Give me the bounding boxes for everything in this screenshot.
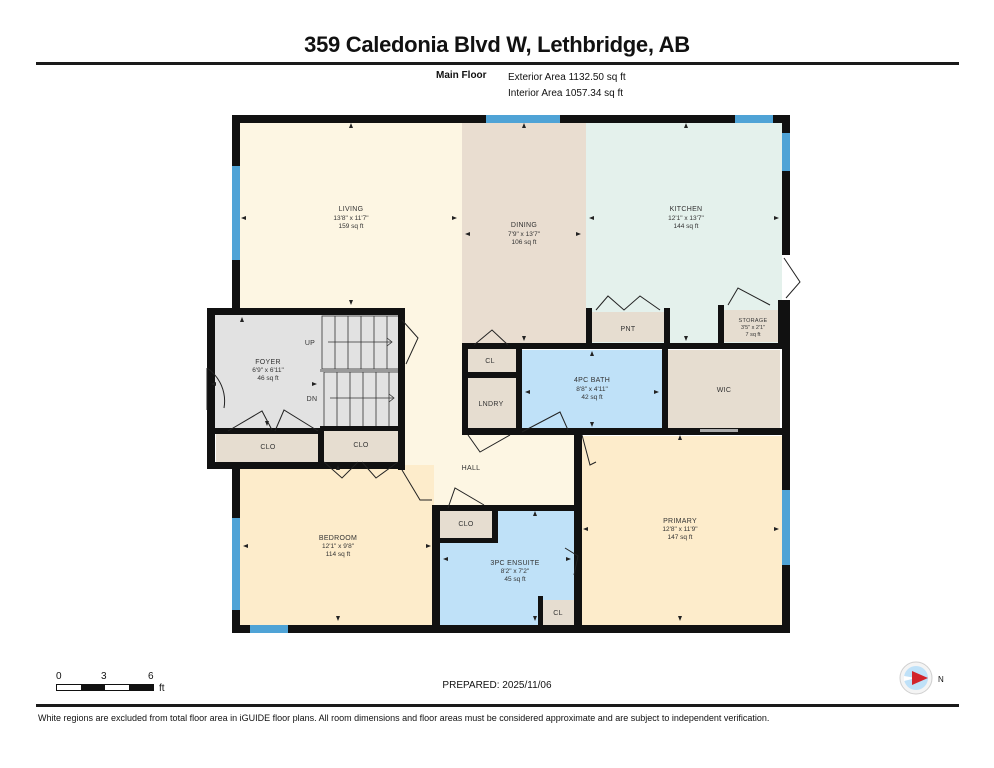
closet-ensuite: [542, 600, 574, 625]
svg-text:13'8" x 11'7": 13'8" x 11'7": [333, 215, 369, 222]
doors: [206, 257, 801, 576]
closet-foyer-right: [322, 430, 400, 462]
svg-text:6'9" x 6'11": 6'9" x 6'11": [252, 367, 284, 374]
room-living: [240, 122, 462, 310]
interior-area: Interior Area 1057.34 sq ft: [508, 88, 624, 99]
floor-label: Main Floor: [436, 70, 487, 81]
svg-text:144 sq ft: 144 sq ft: [674, 223, 699, 230]
living-label: LIVING: [339, 206, 364, 213]
scale-tick-0: 0: [56, 671, 62, 682]
property-address-title: 359 Caledonia Blvd W, Lethbridge, AB: [304, 32, 690, 57]
scale-tick-3: 3: [101, 671, 107, 682]
staircase: [320, 315, 402, 429]
closet-ensuite-label: CL: [553, 610, 563, 617]
closet-hall-label: CLO: [458, 521, 474, 528]
svg-text:106 sq ft: 106 sq ft: [512, 239, 537, 246]
svg-text:8'2" x 7'2": 8'2" x 7'2": [501, 568, 530, 575]
room-4pc-bath: [522, 350, 662, 430]
svg-text:12'8" x 11'9": 12'8" x 11'9": [662, 526, 698, 533]
wic-sliding-door: [700, 429, 738, 432]
svg-text:12'1" x 9'8": 12'1" x 9'8": [322, 543, 355, 550]
disclaimer-text: White regions are excluded from total fl…: [38, 713, 770, 723]
compass-north-label: N: [938, 675, 944, 684]
scale-bar-graphic: [56, 684, 154, 691]
svg-text:7'9" x 13'7": 7'9" x 13'7": [508, 231, 541, 238]
laundry-label: LNDRY: [478, 401, 503, 408]
scale-tick-6: 6: [148, 671, 154, 682]
compass-icon: N: [899, 661, 944, 695]
stairs-down-label: DN: [307, 396, 318, 403]
area-summary: Exterior Area 1132.50 sq ft Interior Are…: [508, 70, 626, 102]
room-wic: [668, 350, 780, 430]
svg-text:45 sq ft: 45 sq ft: [504, 576, 526, 583]
footer-divider: [36, 704, 959, 707]
wic-label: WIC: [717, 387, 732, 394]
4pc-bath-label: 4PC BATH: [574, 377, 610, 384]
bedroom-label: BEDROOM: [319, 535, 357, 542]
svg-text:114 sq ft: 114 sq ft: [326, 551, 351, 558]
svg-text:7 sq ft: 7 sq ft: [746, 332, 761, 338]
room-laundry: [468, 378, 516, 428]
room-kitchen: [586, 122, 782, 344]
svg-text:46 sq ft: 46 sq ft: [257, 375, 279, 382]
dimension-markers: [211, 123, 779, 621]
room-primary: [582, 436, 782, 625]
svg-text:8'8" x 4'11": 8'8" x 4'11": [576, 386, 608, 393]
primary-label: PRIMARY: [663, 518, 697, 525]
closet-foyer-right-label: CLO: [353, 442, 369, 449]
room-dining: [462, 122, 586, 344]
stairs-up-label: UP: [305, 340, 315, 347]
storage-label: STORAGE: [739, 318, 768, 324]
dining-label: DINING: [511, 222, 537, 229]
exterior-area: Exterior Area 1132.50 sq ft: [508, 72, 626, 83]
closet-upper-label: CL: [485, 358, 495, 365]
svg-text:42 sq ft: 42 sq ft: [581, 394, 603, 401]
svg-text:159 sq ft: 159 sq ft: [339, 223, 364, 230]
hall-label: HALL: [462, 465, 481, 472]
floor-plan: LIVING 13'8" x 11'7" 159 sq ft DINING 7'…: [206, 115, 801, 633]
header-divider: [36, 62, 959, 65]
scale-unit: ft: [159, 683, 165, 694]
room-bedroom: [240, 465, 434, 625]
room-storage: [724, 310, 780, 342]
closet-upper: [468, 348, 516, 372]
closet-foyer-left: [216, 432, 320, 462]
prepared-date: PREPARED: 2025/11/06: [442, 680, 552, 691]
windows: [232, 115, 790, 633]
closet-foyer-left-label: CLO: [260, 444, 276, 451]
scale-bar: 0 3 6 ft: [56, 671, 176, 694]
room-pantry: [592, 312, 664, 342]
pantry-label: PNT: [621, 326, 636, 333]
foyer-label: FOYER: [255, 359, 281, 366]
svg-text:12'1" x 13'7": 12'1" x 13'7": [668, 215, 704, 222]
svg-text:147 sq ft: 147 sq ft: [668, 534, 693, 541]
ensuite-label: 3PC ENSUITE: [490, 560, 539, 567]
svg-text:3'5" x 2'1": 3'5" x 2'1": [741, 325, 765, 331]
kitchen-label: KITCHEN: [670, 206, 703, 213]
